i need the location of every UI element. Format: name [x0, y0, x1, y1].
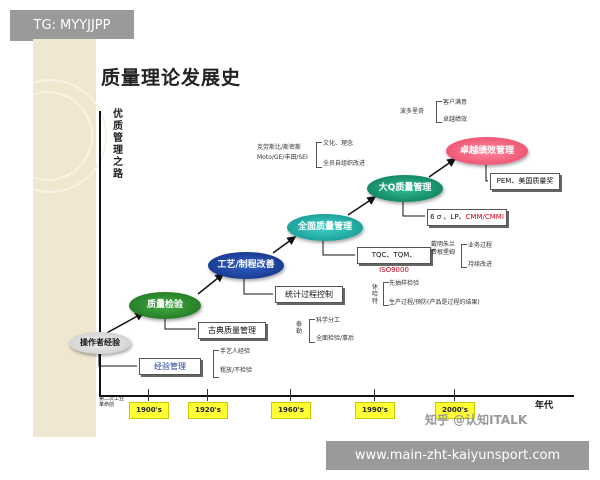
slide: 质量理论发展史 优质管理之路 第二次工业革命前 1900's 1920's 19… — [33, 39, 591, 437]
note-deming: 戴明朱兰费根堡姆 — [431, 241, 456, 256]
box-connector — [485, 165, 488, 182]
note-business-process: 业务过程 — [468, 242, 493, 249]
connector-line — [428, 158, 457, 178]
box-pem: PEM、美国质量奖 — [490, 173, 560, 190]
box-connector — [243, 277, 273, 295]
stage-label: 全面质量管理 — [297, 222, 352, 232]
axis-tick — [290, 389, 291, 401]
box-six-sigma: 6 σ 、LP、CMM/CMMI — [427, 209, 507, 226]
stage-operator-experience: 操作者经验 — [69, 332, 131, 354]
decade-1960s: 1960's — [271, 402, 311, 419]
note-process: 生产过程/预防(产品是过程的结果) — [389, 299, 480, 306]
decade-1900s: 1900's — [129, 402, 169, 419]
box-text-highlight: CMM/CMMI — [465, 213, 504, 221]
note-brace — [461, 244, 467, 268]
axis-tick — [207, 389, 208, 401]
box-connector — [402, 201, 425, 217]
vertical-axis-label: 优质管理之路 — [113, 109, 123, 180]
note-crosby: 克劳斯比/斯密斯 — [257, 144, 302, 151]
horizontal-axis — [99, 395, 574, 397]
note-baldrige: 波多里奇 — [400, 108, 425, 115]
note-shewhart: 休哈特 — [372, 284, 379, 305]
note-moto: Moto/GE/丰田/SEI — [257, 154, 308, 161]
stage-label: 质量检验 — [146, 300, 183, 310]
stage-excellence: 卓越绩效管理 — [446, 137, 528, 165]
box-text: 6 σ 、LP、 — [430, 213, 466, 221]
box-tqc: TQC、TQM、 ISO9000 — [357, 247, 431, 274]
connector-line — [272, 236, 297, 254]
decorative-left-panel — [33, 39, 107, 437]
decade-1990s: 1990's — [355, 402, 395, 419]
stage-quality-inspection: 质量检验 — [129, 292, 201, 319]
bottom-url-tag: www.main-zht-kaiyunsport.com — [326, 441, 589, 470]
axis-end-label: 年代 — [535, 401, 554, 411]
connector-line — [347, 196, 377, 216]
stage-total-quality: 全面质量管理 — [287, 214, 363, 241]
note-brace — [316, 142, 322, 168]
box-spc: 统计过程控制 — [275, 286, 343, 303]
box-text-highlight: ISO9000 — [379, 266, 409, 274]
decade-2000s: 2000's — [435, 402, 475, 419]
stage-big-q: 大Q质量管理 — [367, 175, 443, 202]
note-customer: 客户满意 — [443, 99, 468, 106]
note-craftsman: 手艺人经验 — [220, 348, 251, 355]
axis-tick — [148, 389, 149, 401]
note-culture: 文化、理念 — [323, 140, 354, 147]
axis-tick — [454, 389, 455, 401]
box-text: TQC、TQM、 — [371, 251, 417, 259]
connector-line — [102, 312, 145, 336]
note-brace — [309, 319, 315, 343]
axis-tick — [374, 389, 375, 401]
decade-1920s: 1920's — [188, 402, 228, 419]
stage-label: 操作者经验 — [80, 338, 120, 347]
note-no-inspection: 粗放/不检验 — [220, 367, 253, 374]
note-continuous: 持续改进 — [468, 261, 493, 268]
note-brace — [383, 282, 389, 306]
stage-label: 卓越绩效管理 — [459, 146, 514, 156]
note-sampling: 先抽样检验 — [389, 280, 420, 287]
watermark: 知乎 @认知ITALK — [425, 413, 528, 427]
box-experience-management: 经验管理 — [139, 358, 201, 375]
connector-line — [197, 273, 225, 295]
stage-label: 工艺/制程改善 — [217, 260, 275, 270]
box-classical-quality: 古典质量管理 — [198, 322, 266, 339]
page-title: 质量理论发展史 — [101, 67, 242, 89]
box-connector — [322, 239, 355, 256]
note-division: 科学分工 — [316, 317, 341, 324]
vertical-axis — [99, 111, 101, 397]
note-self-organize: 全员自组织改进 — [323, 160, 366, 167]
note-performance: 卓越绩效 — [443, 116, 468, 123]
stage-process-improvement: 工艺/制程改善 — [208, 252, 284, 279]
top-tag: TG: MYYJJPP — [10, 10, 134, 41]
era-label: 第二次工业革命前 — [99, 396, 125, 408]
stage-label: 大Q质量管理 — [378, 183, 432, 193]
note-taylor: 泰勒 — [296, 321, 303, 335]
note-brace — [436, 101, 442, 123]
note-brace — [213, 350, 219, 378]
note-full-inspection: 全面检验/事后 — [316, 335, 355, 342]
